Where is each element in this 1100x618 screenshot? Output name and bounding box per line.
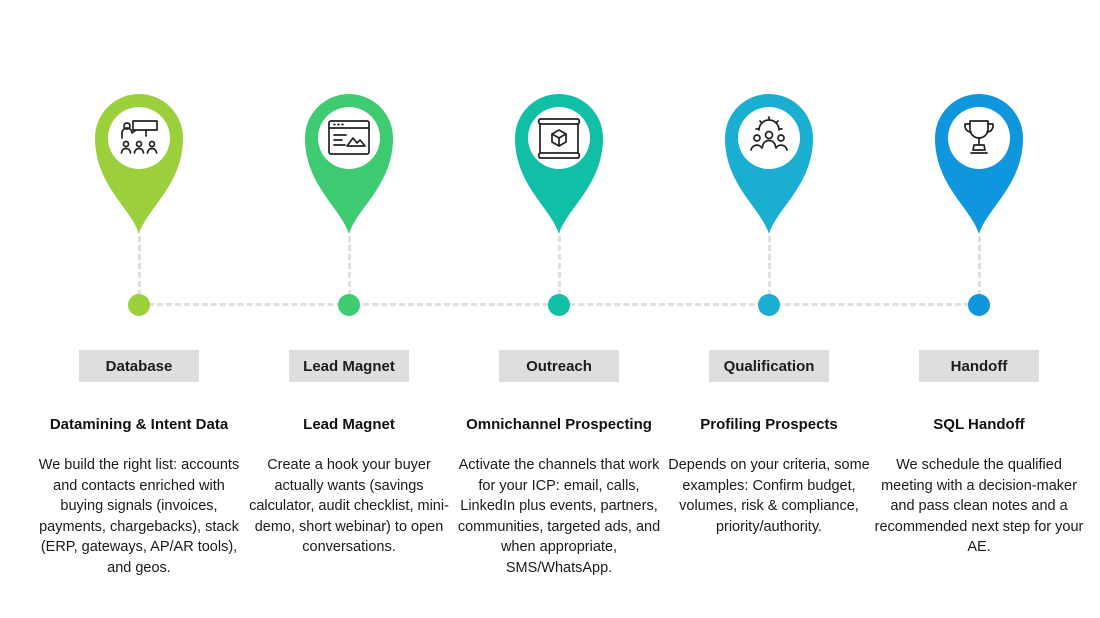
map-pin-marker: [725, 94, 813, 234]
connector-line: [137, 236, 141, 296]
step-qualification: Qualification Profiling Prospects Depend…: [659, 0, 879, 618]
step-description: Create a hook your buyer actually wants …: [249, 457, 449, 555]
map-cube-icon: [537, 118, 581, 159]
step-label: Handoff: [919, 350, 1039, 382]
timeline-dot: [128, 294, 150, 316]
timeline-dot: [758, 294, 780, 316]
connector-line: [557, 236, 561, 296]
presentation-audience-icon: [120, 120, 158, 154]
team-gear-icon: [750, 116, 788, 151]
connector-line: [347, 236, 351, 296]
webpage-icon: [328, 120, 370, 155]
step-description: We build the right list: accounts and co…: [38, 457, 240, 576]
step-description: Activate the channels that work for your…: [457, 457, 661, 576]
step-database: Database Datamining & Intent Data We bui…: [29, 0, 249, 618]
step-lead-magnet: Lead Magnet Lead Magnet Create a hook yo…: [239, 0, 459, 618]
step-label: Database: [79, 350, 199, 382]
connector-line: [977, 236, 981, 296]
connector-line: [767, 236, 771, 296]
map-pin-marker: [935, 94, 1023, 234]
step-heading: SQL Handoff: [933, 416, 1025, 433]
map-pin-marker: [305, 94, 393, 234]
step-description: We schedule the qualified meeting with a…: [874, 457, 1084, 555]
step-label: Outreach: [499, 350, 619, 382]
step-label: Lead Magnet: [289, 350, 409, 382]
step-outreach: Outreach Omnichannel Prospecting Activat…: [449, 0, 669, 618]
map-pin-marker: [95, 94, 183, 234]
trophy-icon: [964, 120, 994, 154]
timeline-dot: [968, 294, 990, 316]
map-pin-marker: [515, 94, 603, 234]
step-heading: Lead Magnet: [303, 416, 395, 433]
step-label: Qualification: [709, 350, 829, 382]
timeline-dot: [338, 294, 360, 316]
step-heading: Omnichannel Prospecting: [466, 416, 652, 433]
step-heading: Datamining & Intent Data: [49, 416, 229, 433]
step-heading: Profiling Prospects: [700, 416, 838, 433]
step-description: Depends on your criteria, some examples:…: [668, 457, 870, 535]
timeline-dot: [548, 294, 570, 316]
step-handoff: Handoff SQL Handoff We schedule the qual…: [869, 0, 1089, 618]
